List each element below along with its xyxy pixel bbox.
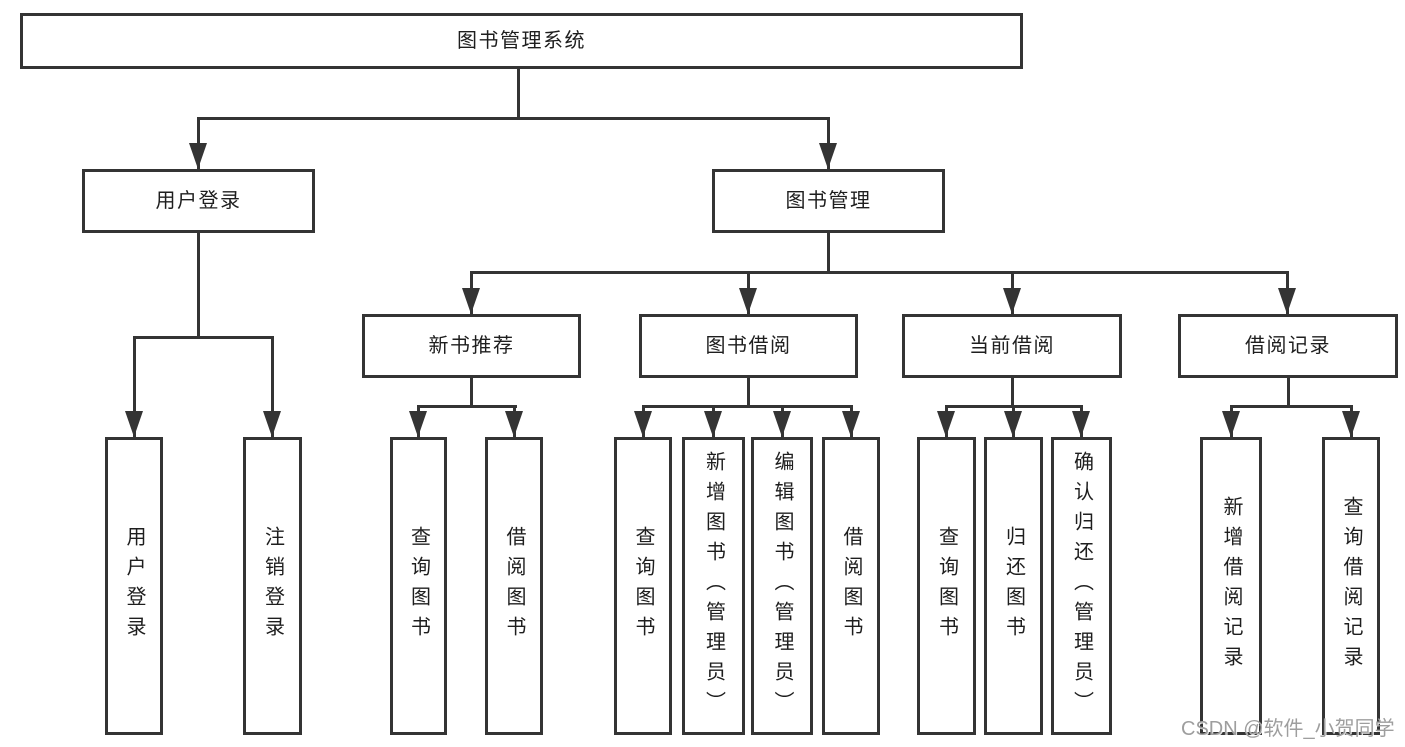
leaf-borrow-books: 借阅图书 <box>822 437 880 735</box>
node-label: 图书管理系统 <box>457 30 586 52</box>
leaf-label: 查询图书 <box>407 526 430 646</box>
arrow-down-icon <box>773 411 791 437</box>
leaf-label: 新增借阅记录 <box>1220 496 1242 676</box>
node-book-borrow: 图书借阅 <box>639 314 858 378</box>
node-user-login: 用户登录 <box>82 169 315 233</box>
leaf-label: 查询借阅记录 <box>1340 496 1362 676</box>
arrow-down-icon <box>1278 288 1296 314</box>
leaf-label: 查询图书 <box>632 526 654 646</box>
leaf-label: 借阅图书 <box>503 526 525 646</box>
arrow-down-icon <box>189 143 207 169</box>
arrow-down-icon <box>937 411 955 437</box>
arrow-down-icon <box>842 411 860 437</box>
arrow-down-icon <box>1222 411 1240 437</box>
arrow-down-icon <box>1003 288 1021 314</box>
connector-stem <box>747 378 750 407</box>
node-label: 用户登录 <box>155 190 242 212</box>
node-label: 图书管理 <box>785 190 872 212</box>
leaf-label: 查询图书 <box>935 526 958 646</box>
node-new-book-recommend: 新书推荐 <box>362 314 581 378</box>
leaf-query-books-current: 查询图书 <box>917 437 976 735</box>
leaf-label: 归还图书 <box>1002 526 1025 646</box>
connector-branch <box>1230 405 1353 408</box>
connector-stem <box>1011 378 1014 407</box>
connector-bookmgmt-stem <box>827 233 830 273</box>
csdn-watermark: CSDN @软件_小贺同学 <box>1181 718 1395 740</box>
arrow-down-icon <box>634 411 652 437</box>
leaf-add-books-admin: 新增图书（管理员） <box>682 437 745 735</box>
leaf-label: 借阅图书 <box>840 526 862 646</box>
leaf-label: 注销登录 <box>261 526 284 646</box>
connector-level3-branch <box>470 271 1289 274</box>
leaf-query-books-recommend: 查询图书 <box>390 437 447 735</box>
connector-stem <box>1287 378 1290 407</box>
arrow-down-icon <box>409 411 427 437</box>
arrow-down-icon <box>739 288 757 314</box>
connector-drop-leaf <box>271 336 274 437</box>
connector-branch <box>417 405 517 408</box>
connector-userlogin-branch <box>133 336 274 339</box>
leaf-label: 新增图书（管理员） <box>702 451 725 721</box>
arrow-down-icon <box>505 411 523 437</box>
arrow-down-icon <box>1342 411 1360 437</box>
connector-branch <box>642 405 853 408</box>
node-current-borrow: 当前借阅 <box>902 314 1122 378</box>
node-book-management: 图书管理 <box>712 169 945 233</box>
leaf-borrow-books-recommend: 借阅图书 <box>485 437 543 735</box>
connector-level2-branch <box>197 117 830 120</box>
node-library-system: 图书管理系统 <box>20 13 1023 69</box>
arrow-down-icon <box>704 411 722 437</box>
leaf-edit-books-admin: 编辑图书（管理员） <box>751 437 813 735</box>
node-label: 新书推荐 <box>428 335 515 357</box>
connector-drop-leaf <box>133 336 136 437</box>
node-label: 借阅记录 <box>1245 335 1331 357</box>
leaf-query-borrow-record: 查询借阅记录 <box>1322 437 1380 735</box>
node-label: 当前借阅 <box>969 335 1055 357</box>
arrow-down-icon <box>1004 411 1022 437</box>
arrow-down-icon <box>1072 411 1090 437</box>
leaf-logout: 注销登录 <box>243 437 302 735</box>
connector-root-stem <box>517 69 520 118</box>
leaf-add-borrow-record: 新增借阅记录 <box>1200 437 1262 735</box>
connector-userlogin-stem <box>197 233 200 338</box>
arrow-down-icon <box>819 143 837 169</box>
leaf-confirm-return-admin: 确认归还（管理员） <box>1051 437 1112 735</box>
leaf-query-books-borrow: 查询图书 <box>614 437 672 735</box>
leaf-label: 编辑图书（管理员） <box>771 451 793 721</box>
leaf-label: 确认归还（管理员） <box>1070 451 1093 721</box>
arrow-down-icon <box>263 411 281 437</box>
node-label: 图书借阅 <box>705 335 792 357</box>
node-borrow-records: 借阅记录 <box>1178 314 1398 378</box>
connector-stem <box>470 378 473 407</box>
leaf-label: 用户登录 <box>123 526 145 646</box>
arrow-down-icon <box>462 288 480 314</box>
leaf-return-books: 归还图书 <box>984 437 1043 735</box>
arrow-down-icon <box>125 411 143 437</box>
leaf-user-login: 用户登录 <box>105 437 163 735</box>
